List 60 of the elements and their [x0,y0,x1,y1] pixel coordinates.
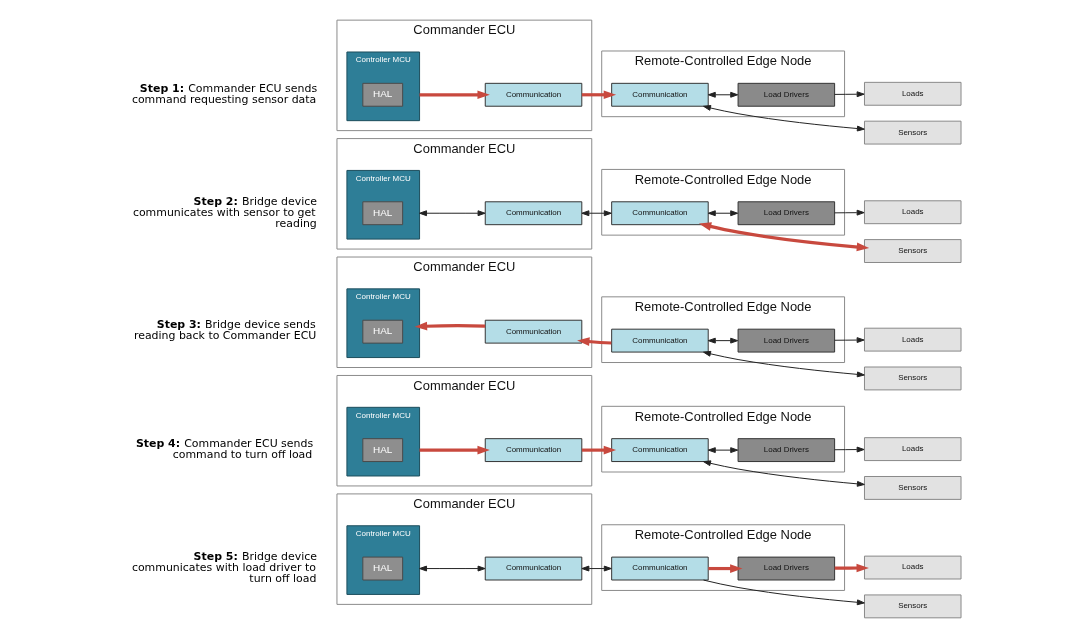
arrow [419,445,490,455]
node-box: HAL [361,82,403,107]
arrow [418,210,485,217]
node-box: Sensors [863,476,961,500]
label: Step 1: Commander ECU sends command requesting sensor data [131,81,317,106]
node-box: Communication [484,319,582,344]
node-box: Sensors [863,239,961,263]
node-box: Loads [863,555,961,580]
arrow [419,90,490,100]
node-box: HAL [361,319,403,344]
arrow [833,91,865,98]
arrow [833,209,865,216]
node-box: Load Drivers [737,556,835,581]
node-box: Loads [863,200,961,225]
node-box: Communication [610,82,709,107]
arrow [834,563,869,573]
label: Step 3: Bridge device sends reading back to Commander ECU [133,318,316,343]
arrow [580,210,612,217]
node-box: Communication [610,328,709,353]
arrow [581,90,616,100]
node-box: Load Drivers [737,82,835,107]
node-box: Load Drivers [737,328,835,353]
arrow [833,446,865,453]
node-box: Communication [610,556,709,581]
arrow [707,210,738,217]
arrow [702,350,865,378]
node-box: HAL [361,201,403,226]
label: Step 4: Commander ECU sends command to turn off load [135,436,313,461]
node-box: Communication [610,201,709,226]
arrow [418,565,485,572]
arrow [576,337,611,346]
node-box: Communication [484,438,582,463]
node-box: Communication [484,556,582,581]
node-box: Load Drivers [737,201,835,226]
arrow [707,337,738,344]
arrow [698,222,869,252]
node-box: Load Drivers [737,438,835,463]
arrow [414,321,485,331]
node-box: Loads [863,327,961,352]
node-box: Sensors [863,366,961,391]
node-box: Sensors [863,120,961,145]
arrow [707,91,738,98]
node-box: HAL [361,556,403,581]
arrow [580,565,612,572]
node-box: HAL [361,438,403,463]
arrow [707,447,738,454]
node-box: Communication [484,82,582,107]
arrow [833,337,865,343]
arrow [702,579,865,606]
arrow [702,105,865,132]
arrow [581,445,616,455]
node-box: Sensors [863,594,961,619]
label: Step 5: Bridge device communicates with load driver to turn off load [131,550,317,586]
node-box: Communication [484,201,582,226]
label: Step 2: Bridge device communicates with sensor to get reading [132,195,317,230]
node-box: Communication [610,438,709,463]
node-box: Loads [863,437,961,462]
arrow [707,564,742,573]
arrow [702,460,865,487]
node-box: Loads [863,81,961,106]
